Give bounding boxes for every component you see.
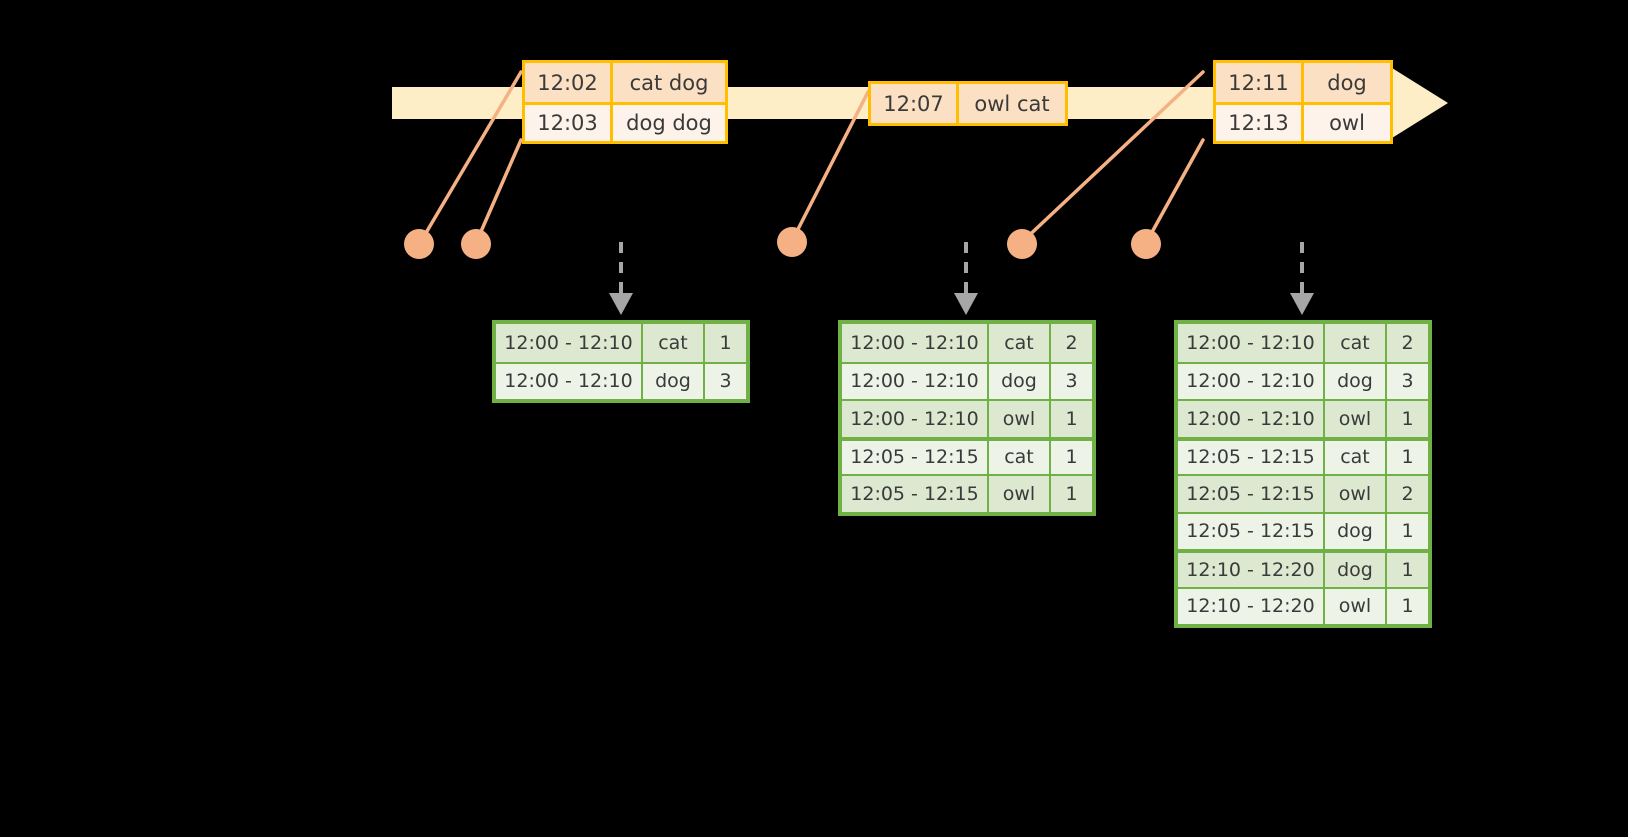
- window-cell: 12:05 - 12:15: [1178, 513, 1323, 549]
- event-group-1[interactable]: 12:02 cat dog 12:03 dog dog: [522, 60, 728, 144]
- result-arrow-3: [1290, 242, 1314, 315]
- key-cell: cat: [987, 324, 1049, 362]
- window-cell: 12:00 - 12:10: [496, 363, 641, 399]
- event-row[interactable]: 12:07 owl cat: [871, 84, 1065, 123]
- window-cell: 12:10 - 12:20: [1178, 588, 1323, 624]
- window-cell: 12:00 - 12:10: [496, 324, 641, 362]
- key-cell: owl: [987, 401, 1049, 437]
- event-payload: dog dog: [610, 105, 725, 141]
- result-arrow-1: [609, 242, 633, 315]
- connector-line-3: [790, 90, 870, 243]
- event-row[interactable]: 12:02 cat dog: [525, 63, 725, 102]
- window-cell: 12:10 - 12:20: [1178, 553, 1323, 587]
- count-cell: 1: [703, 324, 746, 362]
- count-cell: 3: [703, 363, 746, 399]
- key-cell: owl: [1323, 401, 1385, 437]
- result-arrow-2: [954, 242, 978, 315]
- key-cell: cat: [641, 324, 703, 362]
- count-cell: 1: [1385, 440, 1428, 474]
- key-cell: owl: [987, 476, 1049, 512]
- count-cell: 1: [1385, 588, 1428, 624]
- event-dot-5: [1131, 229, 1161, 259]
- window-cell: 12:00 - 12:10: [842, 363, 987, 399]
- count-cell: 3: [1049, 363, 1092, 399]
- event-group-2[interactable]: 12:07 owl cat: [868, 81, 1068, 126]
- window-cell: 12:00 - 12:10: [842, 401, 987, 437]
- window-cell: 12:00 - 12:10: [1178, 324, 1323, 362]
- count-cell: 1: [1385, 401, 1428, 437]
- window-cell: 12:05 - 12:15: [842, 440, 987, 474]
- connector-line-2: [474, 138, 523, 245]
- key-cell: dog: [1323, 363, 1385, 399]
- count-cell: 1: [1385, 553, 1428, 587]
- count-cell: 1: [1049, 476, 1092, 512]
- event-time: 12:11: [1216, 63, 1301, 102]
- event-row[interactable]: 12:13 owl: [1216, 102, 1390, 141]
- key-cell: cat: [1323, 440, 1385, 474]
- event-time: 12:07: [871, 84, 956, 123]
- event-payload: dog: [1301, 63, 1390, 102]
- event-time: 12:02: [525, 63, 610, 102]
- count-cell: 2: [1385, 476, 1428, 512]
- event-row[interactable]: 12:11 dog: [1216, 63, 1390, 102]
- event-time: 12:13: [1216, 105, 1301, 141]
- event-dot-4: [1007, 229, 1037, 259]
- window-cell: 12:00 - 12:10: [842, 324, 987, 362]
- key-cell: cat: [987, 440, 1049, 474]
- key-cell: dog: [1323, 553, 1385, 587]
- key-cell: owl: [1323, 588, 1385, 624]
- event-time: 12:03: [525, 105, 610, 141]
- key-cell: dog: [641, 363, 703, 399]
- connector-line-1: [418, 70, 523, 245]
- connector-line-5: [1144, 138, 1205, 245]
- event-row[interactable]: 12:03 dog dog: [525, 102, 725, 141]
- event-group-3[interactable]: 12:11 dog 12:13 owl: [1213, 60, 1393, 144]
- window-cell: 12:00 - 12:10: [1178, 363, 1323, 399]
- event-payload: owl: [1301, 105, 1390, 141]
- event-dot-1: [404, 229, 434, 259]
- count-cell: 1: [1049, 401, 1092, 437]
- count-cell: 2: [1385, 324, 1428, 362]
- key-cell: cat: [1323, 324, 1385, 362]
- event-payload: cat dog: [610, 63, 725, 102]
- count-cell: 3: [1385, 363, 1428, 399]
- key-cell: dog: [987, 363, 1049, 399]
- window-cell: 12:00 - 12:10: [1178, 401, 1323, 437]
- count-cell: 1: [1385, 513, 1428, 549]
- window-cell: 12:05 - 12:15: [1178, 476, 1323, 512]
- event-payload: owl cat: [956, 84, 1065, 123]
- key-cell: dog: [1323, 513, 1385, 549]
- window-cell: 12:05 - 12:15: [1178, 440, 1323, 474]
- count-cell: 1: [1049, 440, 1092, 474]
- window-cell: 12:05 - 12:15: [842, 476, 987, 512]
- event-dot-3: [777, 227, 807, 257]
- key-cell: owl: [1323, 476, 1385, 512]
- count-cell: 2: [1049, 324, 1092, 362]
- event-dot-2: [461, 229, 491, 259]
